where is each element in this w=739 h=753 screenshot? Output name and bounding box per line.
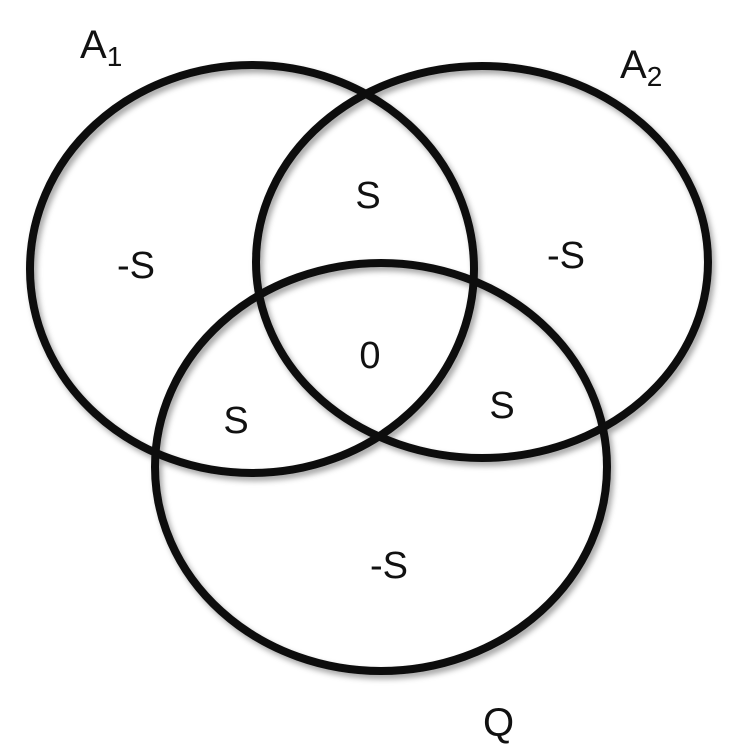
label-a2-base: A xyxy=(620,43,647,87)
label-a1-subscript: 1 xyxy=(107,41,123,72)
label-a1: A1 xyxy=(80,23,122,72)
region-a1-q: S xyxy=(223,400,248,442)
region-a2-only: -S xyxy=(547,235,585,277)
circle-q xyxy=(151,259,611,675)
region-q-only: -S xyxy=(370,545,408,587)
circle-a1 xyxy=(26,61,478,477)
circle-a2 xyxy=(252,62,712,462)
label-a1-base: A xyxy=(80,23,107,67)
label-q: Q xyxy=(483,701,514,745)
label-a2-subscript: 2 xyxy=(647,61,663,92)
label-a2: A2 xyxy=(620,43,662,92)
region-center: 0 xyxy=(359,335,380,377)
region-a1-only: -S xyxy=(117,245,155,287)
region-a1-a2: S xyxy=(355,175,380,217)
region-a2-q: S xyxy=(489,385,514,427)
